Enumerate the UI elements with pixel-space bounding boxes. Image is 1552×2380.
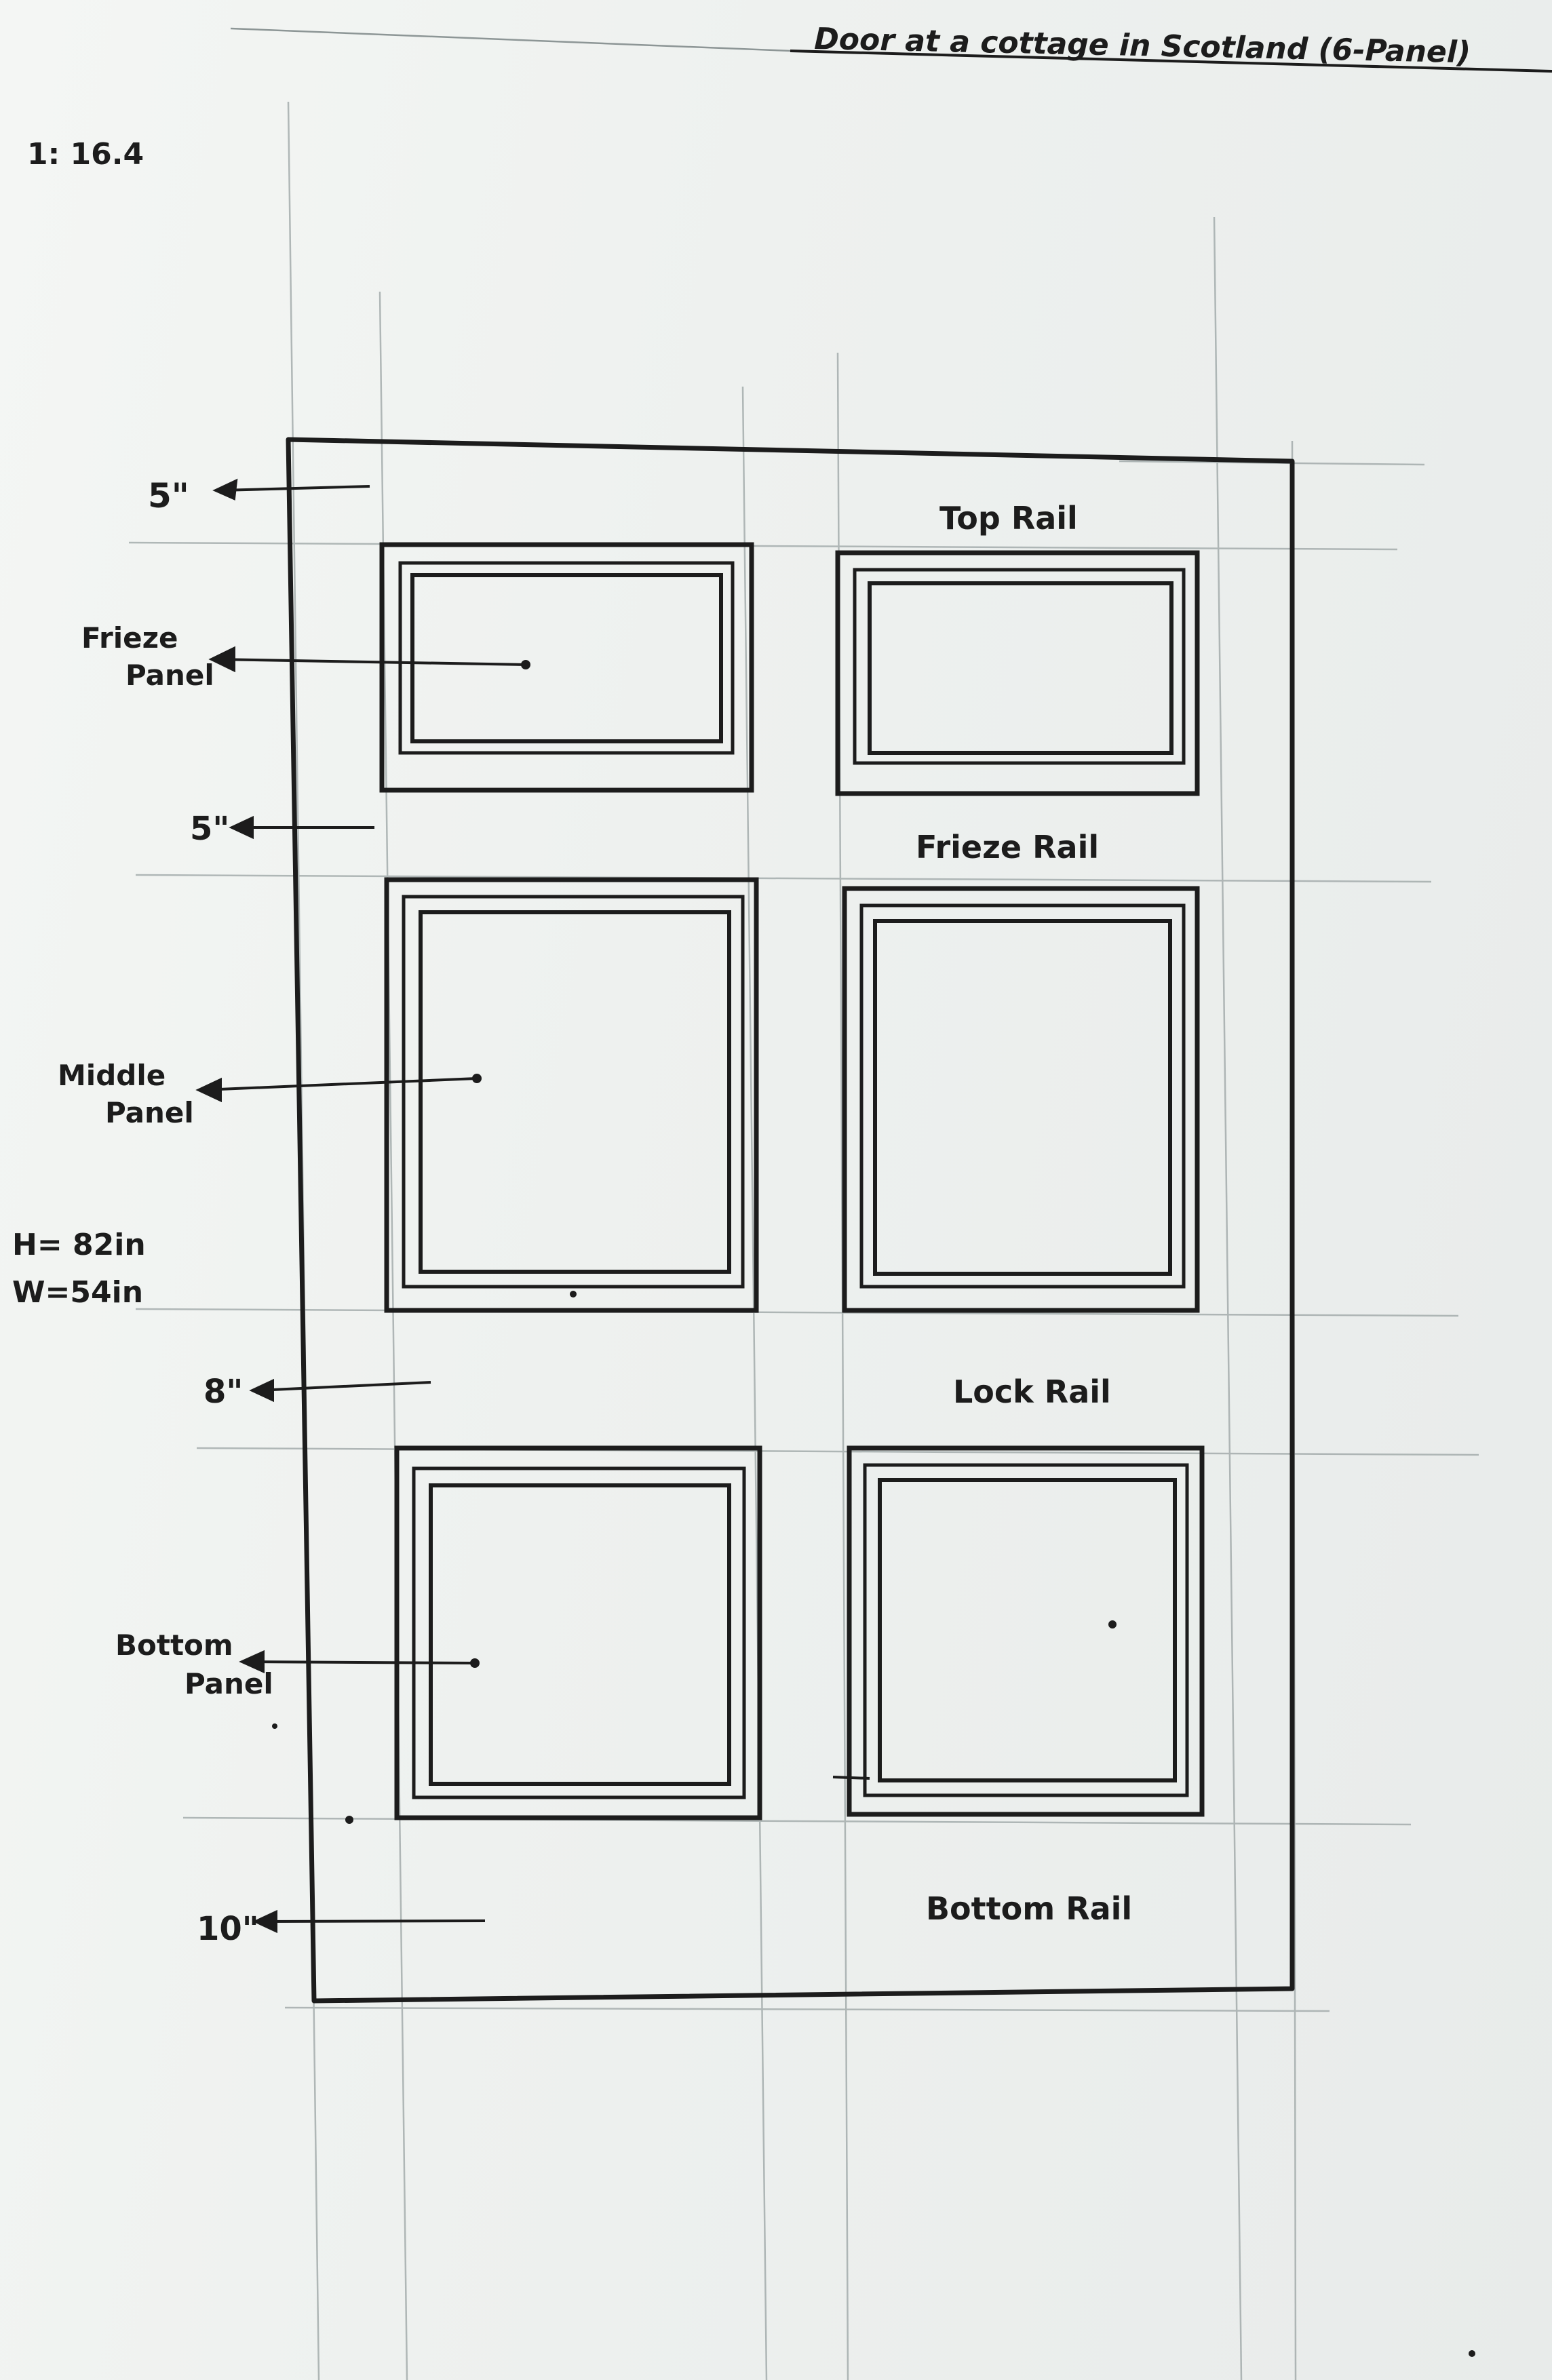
scale-label: 1: 16.4 xyxy=(27,137,144,172)
arrows xyxy=(195,478,530,1934)
bottom-panel-label-2: Panel xyxy=(185,1667,273,1700)
construction-guides xyxy=(128,101,1479,2380)
title-underline xyxy=(790,50,1552,73)
frieze-panel-label-2: Panel xyxy=(125,659,214,692)
title-leader xyxy=(230,27,791,52)
frieze-panel-label-1: Frieze xyxy=(81,621,178,655)
top-rail-dimension: 5" xyxy=(148,476,189,515)
height-label: H= 82in xyxy=(12,1228,146,1262)
bottom-rail-label: Bottom Rail xyxy=(926,1890,1132,1927)
bottom-panel-left xyxy=(394,1445,762,1820)
frieze-panel-left xyxy=(379,542,754,793)
middle-panel-right xyxy=(842,886,1200,1313)
bottom-panel-label-1: Bottom xyxy=(115,1628,233,1662)
pencil-marks xyxy=(272,1291,1475,2357)
frieze-rail-label: Frieze Rail xyxy=(916,829,1099,865)
frieze-rail-dimension: 5" xyxy=(190,810,229,848)
door-outline xyxy=(286,437,1295,2004)
width-label: W=54in xyxy=(12,1275,143,1310)
frieze-panel-right xyxy=(835,550,1200,796)
lock-rail-label: Lock Rail xyxy=(953,1373,1111,1410)
middle-panel-label-2: Panel xyxy=(105,1096,194,1129)
drawing-title: Door at a cottage in Scotland (6-Panel) xyxy=(814,22,1471,70)
bottom-rail-dimension: 10" xyxy=(197,1910,259,1948)
middle-panel-label-1: Middle xyxy=(58,1059,166,1092)
lock-rail-dimension: 8" xyxy=(203,1373,243,1411)
middle-panel-left xyxy=(384,877,759,1313)
bottom-panel-right xyxy=(847,1445,1205,1817)
top-rail-label: Top Rail xyxy=(939,500,1078,537)
